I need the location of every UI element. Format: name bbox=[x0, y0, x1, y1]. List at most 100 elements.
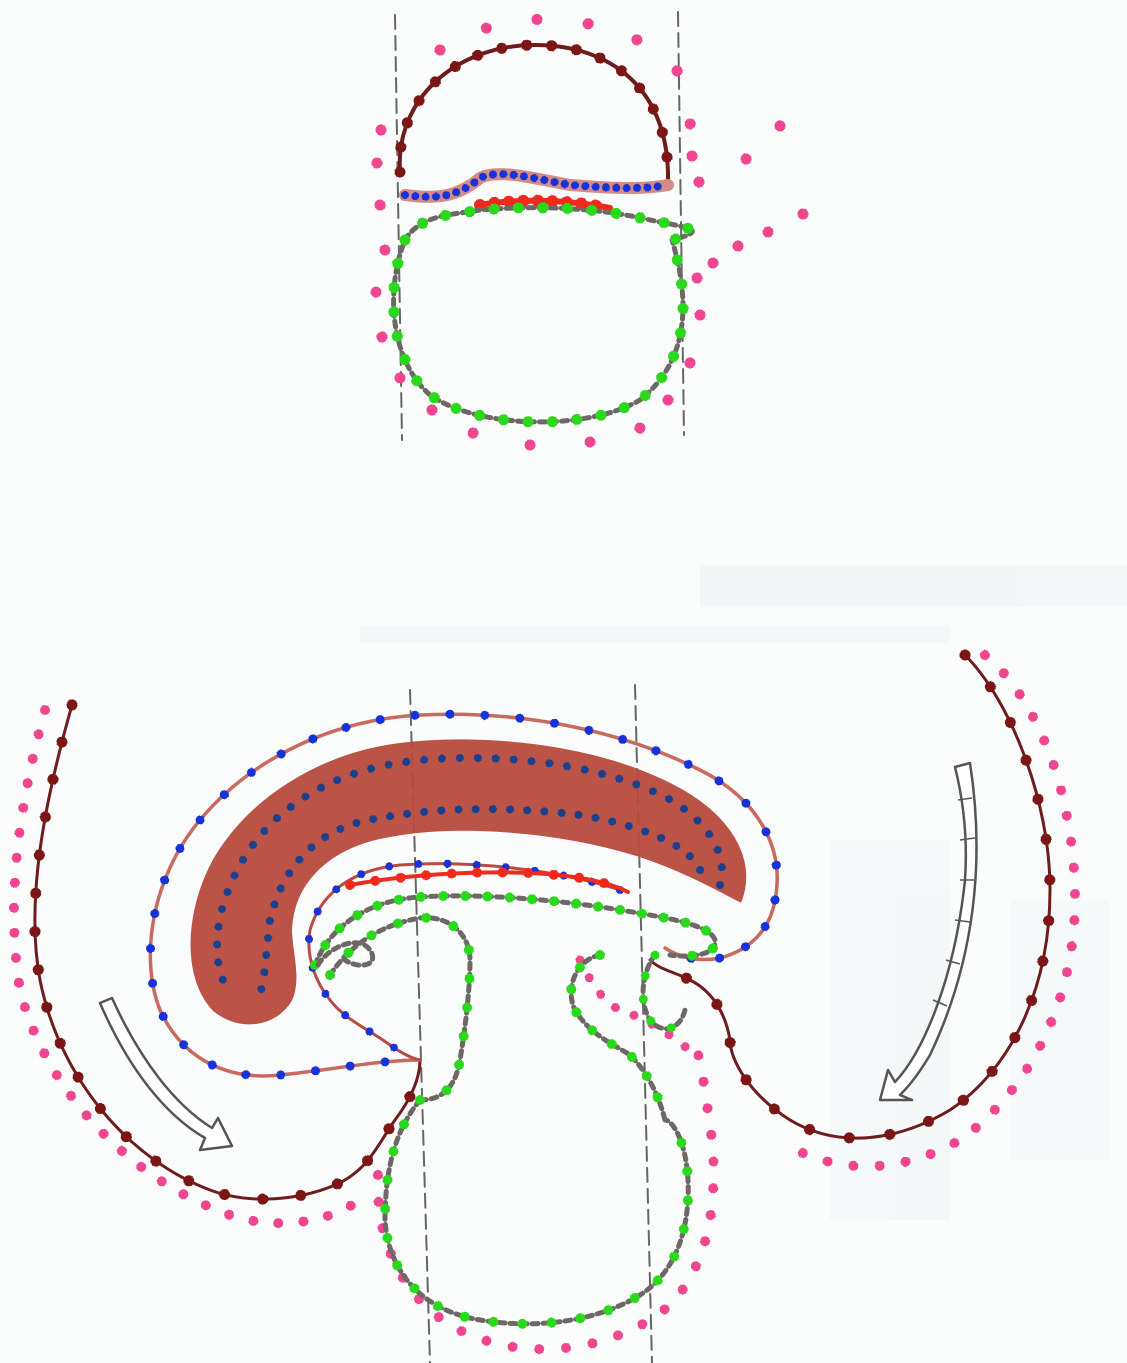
endoderm-right-fold-cells-dot bbox=[566, 984, 576, 994]
ectoderm-cell bbox=[741, 154, 752, 165]
endoderm-cells-dot bbox=[571, 414, 582, 425]
endoderm-roof-cells-dot bbox=[416, 892, 426, 902]
mesoderm-outline-cells-dot bbox=[308, 734, 317, 743]
amnion-cells-right-dot bbox=[1009, 1032, 1020, 1043]
amnion-cells-right-dot bbox=[1037, 956, 1048, 967]
ectoderm-cells-right-dot bbox=[1015, 689, 1025, 699]
ectoderm-cells-left-dot bbox=[323, 1211, 333, 1221]
ectoderm-cells-left-dot bbox=[224, 1210, 234, 1220]
mesoderm-outline-cells-dot bbox=[146, 944, 155, 953]
mesoderm-cells-dot bbox=[510, 171, 518, 179]
mesoderm-band-cells-dot bbox=[705, 830, 713, 838]
endoderm-cells bbox=[388, 202, 693, 427]
endoderm-right-fold-cells-dot bbox=[642, 1071, 652, 1081]
mesoderm-band-cells-inner-dot bbox=[641, 827, 649, 835]
mesoderm-outline-cells-dot bbox=[241, 1070, 250, 1079]
endoderm-cells-dot bbox=[640, 390, 651, 401]
endoderm-cells-dot bbox=[656, 372, 667, 383]
amnion-cells-dot bbox=[450, 61, 461, 72]
mesoderm-inner-cells-dot bbox=[366, 1028, 374, 1036]
ectoderm-cells-bottom-dot bbox=[678, 1285, 688, 1295]
mesoderm-band-cells-inner-dot bbox=[696, 866, 704, 874]
ectoderm-cells-top-dot bbox=[583, 18, 594, 29]
amnion-cells-right-dot bbox=[884, 1129, 895, 1140]
ectoderm-cells-left-dot bbox=[346, 1201, 356, 1211]
mesoderm-outline-cells-dot bbox=[762, 827, 771, 836]
mesoderm-band-cells-dot bbox=[438, 755, 446, 763]
endoderm-cells-dot bbox=[672, 255, 683, 266]
ectoderm-cells-left-dot bbox=[39, 1048, 49, 1058]
mesoderm-cells-dot bbox=[530, 174, 538, 182]
mesoderm-outline-cells-dot bbox=[208, 1060, 217, 1069]
mesoderm-band-cells-dot bbox=[665, 795, 673, 803]
notochord-cells-dot bbox=[549, 870, 559, 880]
amnion-cells-left-dot bbox=[30, 926, 41, 937]
amnion-cells-dot bbox=[395, 167, 406, 178]
endoderm-right-inner-cells-dot bbox=[651, 951, 660, 960]
amnion-cells-right-dot bbox=[711, 999, 722, 1010]
amnion-cells-dot bbox=[571, 44, 582, 55]
amnion-cells-left-dot bbox=[34, 850, 45, 861]
endoderm-roof-cells-dot bbox=[438, 891, 448, 901]
endoderm-left-fold-cells-dot bbox=[462, 1003, 472, 1013]
yolk-sac-cells-dot bbox=[676, 1138, 686, 1148]
yolk-sac-cells-dot bbox=[683, 1195, 693, 1205]
ectoderm-cells-right-dot bbox=[999, 668, 1009, 678]
amnion-cells-dot bbox=[395, 142, 406, 153]
ectoderm-cells-left-dot bbox=[11, 953, 21, 963]
mesoderm-cells-dot bbox=[452, 188, 460, 196]
yolk-sac-cells-dot bbox=[547, 1318, 557, 1328]
mesoderm-band-cells-dot bbox=[317, 784, 325, 792]
endoderm-cells-dot bbox=[675, 327, 686, 338]
endoderm-left-fold-cells-dot bbox=[454, 1060, 464, 1070]
mesoderm-band-cells-dot bbox=[302, 793, 310, 801]
endoderm-cells-dot bbox=[537, 202, 548, 213]
mesoderm-band-cells-dot bbox=[714, 846, 722, 854]
notochord-cells-guide bbox=[350, 872, 628, 892]
mesoderm-cells-dot bbox=[561, 180, 569, 188]
ectoderm-cells-left-dot bbox=[136, 1162, 146, 1172]
amnion-cells-left-dot bbox=[73, 1072, 84, 1083]
ectoderm-cells-bottom-dot bbox=[587, 1338, 597, 1348]
ectoderm-cells-right-dot bbox=[823, 1157, 833, 1167]
mesoderm-cells-dot bbox=[654, 183, 662, 191]
ectoderm-cells-left-dot bbox=[273, 1218, 283, 1228]
mesoderm-inner-cells-dot bbox=[390, 1044, 398, 1052]
ectoderm-cell bbox=[708, 258, 719, 269]
mesoderm-band-cells-dot bbox=[649, 787, 657, 795]
ectoderm-cells-right-dot bbox=[1069, 863, 1079, 873]
yolk-sac-cells-dot bbox=[488, 1317, 498, 1327]
ectoderm-cell bbox=[585, 437, 596, 448]
notochord-cells-dot bbox=[396, 873, 406, 883]
yolk-sac-cells-dot bbox=[388, 1146, 398, 1156]
amnion-cells-dot bbox=[657, 127, 668, 138]
mesoderm-outline-cells-dot bbox=[651, 746, 660, 755]
ectoderm-cells-bottom-dot bbox=[708, 1183, 718, 1193]
ectoderm-cells-right-dot bbox=[980, 650, 990, 660]
mesoderm-outline-cells-dot bbox=[342, 723, 351, 732]
endoderm-cells-dot bbox=[498, 414, 509, 425]
ectoderm-cell bbox=[685, 119, 696, 130]
amnion-cells-right-dot bbox=[1026, 995, 1037, 1006]
amnion-cells-dot bbox=[414, 95, 425, 106]
endoderm-cells-dot bbox=[388, 307, 399, 318]
ectoderm-cells-bottom-dot bbox=[561, 1343, 571, 1353]
mesoderm-outline-cells-dot bbox=[311, 1066, 320, 1075]
endoderm-cells-dot bbox=[399, 354, 410, 365]
mesoderm-band-cells-dot bbox=[287, 803, 295, 811]
amnion-cells-left-dot bbox=[56, 737, 67, 748]
mesoderm-cells-dot bbox=[479, 173, 487, 181]
endoderm-roof-cells-dot bbox=[394, 895, 404, 905]
ectoderm-cell bbox=[427, 405, 438, 416]
ectoderm-cells-bottom-dot bbox=[481, 1336, 491, 1346]
mesoderm-band-cells-inner-dot bbox=[608, 818, 616, 826]
ectoderm-cells-right-dot bbox=[990, 1105, 1000, 1115]
yolk-sac-cells-guide bbox=[385, 1100, 688, 1324]
ectoderm-cells-left-dot bbox=[157, 1176, 167, 1186]
mesoderm-band-cells-dot bbox=[510, 756, 518, 764]
endoderm-roof-cells-dot bbox=[681, 918, 691, 928]
ectoderm-cells-right-dot bbox=[1070, 889, 1080, 899]
mesoderm-outline-cells-dot bbox=[160, 876, 169, 885]
mesoderm-outline-cells-dot bbox=[220, 790, 229, 799]
endoderm-left-fold bbox=[318, 918, 470, 1100]
